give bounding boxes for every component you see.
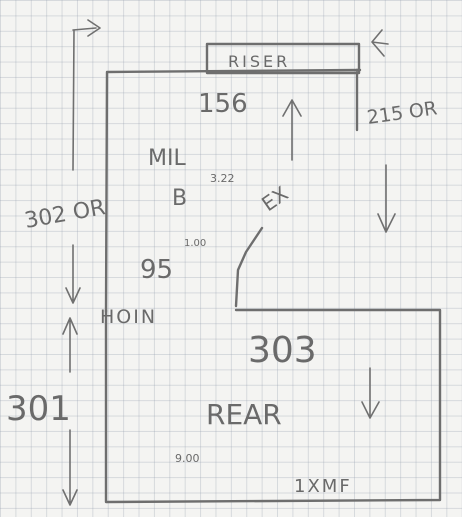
partition-wall [234, 226, 264, 308]
rear-down-arrow-icon [361, 367, 380, 419]
upper-room-outline [104, 68, 362, 314]
dimension-label-301: 301 [6, 389, 71, 429]
dimension-label-302-or: 302 OR [23, 195, 108, 234]
dimension-label-303: 303 [248, 330, 317, 371]
room-label-rear: REAR [206, 398, 282, 431]
label-ex: EX [257, 181, 293, 216]
hook-arrow-icon [371, 29, 389, 57]
dimension-label-1-00: 1.00 [184, 238, 206, 249]
up-arrow-icon [282, 99, 302, 161]
riser-box [205, 42, 361, 75]
label-1xmf: 1XMF [294, 476, 352, 497]
dimension-label-322: 3.22 [210, 172, 235, 185]
dimension-label-156: 156 [198, 89, 248, 119]
dimension-label-95: 95 [140, 255, 173, 285]
room-label-b: B [172, 186, 187, 211]
room-label-mil: MIL [148, 146, 186, 171]
label-hoin: HOIN [100, 306, 157, 328]
lower-room-outline [104, 308, 442, 504]
dimension-label-215-or: 215 OR [366, 97, 439, 129]
dimension-line-302 [65, 19, 101, 304]
dimension-label-9-00: 9.00 [175, 452, 200, 465]
riser-label: RISER [228, 52, 290, 71]
dimension-line-301 [62, 317, 78, 506]
down-arrow-icon [377, 164, 396, 233]
